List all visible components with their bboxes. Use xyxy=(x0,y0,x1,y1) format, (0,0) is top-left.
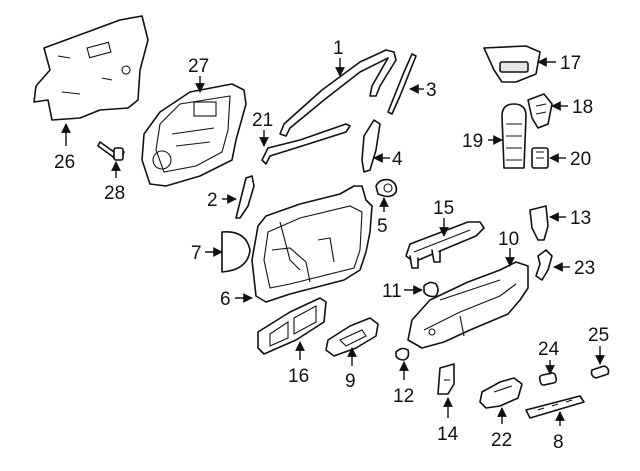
callout-18: 18 xyxy=(572,97,593,118)
part-2-mirror-cover xyxy=(235,175,255,219)
part-11-grommet xyxy=(423,281,439,298)
callout-13: 13 xyxy=(570,208,591,229)
part-20-switch xyxy=(531,147,549,169)
callout-21: 21 xyxy=(252,110,273,131)
callout-27: 27 xyxy=(188,56,209,77)
part-1-window-frame-trim xyxy=(279,49,397,137)
callout-17: 17 xyxy=(560,53,581,74)
callout-16: 16 xyxy=(288,366,309,387)
part-18-switch xyxy=(527,93,553,129)
callout-12: 12 xyxy=(393,386,414,407)
part-21-belt-moulding xyxy=(261,123,351,165)
callout-23: 23 xyxy=(574,258,595,279)
part-23-bracket xyxy=(535,249,553,281)
part-5-fastener xyxy=(375,178,398,198)
callout-19: 19 xyxy=(462,131,483,152)
part-15-handle-trim xyxy=(405,221,485,269)
part-26-insulation-panel xyxy=(33,15,149,121)
part-3-window-channel xyxy=(387,53,417,115)
callout-28: 28 xyxy=(104,183,125,204)
part-14-bracket xyxy=(437,363,455,395)
part-25-bulb xyxy=(590,365,610,379)
callout-2: 2 xyxy=(207,190,218,211)
part-12-clip xyxy=(395,347,410,361)
callout-labels: 1 2 3 4 5 6 7 8 9 10 11 12 13 14 15 16 1… xyxy=(54,38,609,453)
callout-25: 25 xyxy=(588,325,609,346)
callout-5: 5 xyxy=(377,216,388,237)
callout-20: 20 xyxy=(570,149,591,170)
part-4-trim-piece xyxy=(361,119,381,173)
callout-9: 9 xyxy=(345,371,356,392)
part-7-speaker-cover xyxy=(221,231,251,273)
callout-8: 8 xyxy=(553,432,564,453)
part-27-door-carrier xyxy=(141,83,247,187)
part-22-cover xyxy=(479,377,523,409)
part-28-clip xyxy=(97,141,125,161)
callout-22: 22 xyxy=(491,430,512,451)
part-16-switch-bezel xyxy=(257,297,327,355)
callout-11: 11 xyxy=(382,281,402,302)
callout-15: 15 xyxy=(433,198,454,219)
part-6-door-trim-panel xyxy=(251,185,373,303)
callout-7: 7 xyxy=(191,243,202,264)
part-24-lamp-socket xyxy=(538,372,558,386)
part-9-handle-bezel xyxy=(325,317,379,357)
callout-14: 14 xyxy=(437,424,459,445)
callout-6: 6 xyxy=(220,289,231,310)
part-8-strip xyxy=(525,395,585,419)
part-10-armrest-panel xyxy=(407,261,529,349)
callout-3: 3 xyxy=(426,80,437,101)
leader-lines xyxy=(61,57,605,426)
callout-26: 26 xyxy=(54,152,75,173)
part-13-module xyxy=(529,205,549,241)
part-17-switch-housing xyxy=(483,45,541,83)
part-19-switch-assembly xyxy=(501,103,527,169)
callout-10: 10 xyxy=(498,229,519,250)
callout-1: 1 xyxy=(333,38,344,59)
callout-24: 24 xyxy=(538,339,560,360)
callout-4: 4 xyxy=(392,149,403,170)
